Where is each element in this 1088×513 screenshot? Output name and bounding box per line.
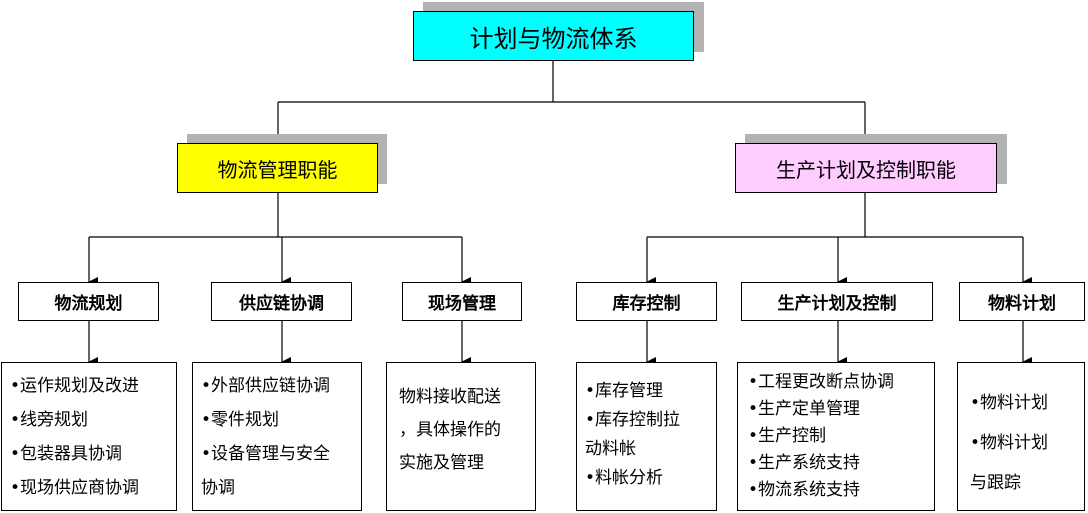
leaf-item: •生产控制 [748, 426, 827, 446]
branch-node-label: 物流管理职能 [217, 157, 338, 182]
branch-node-production-planning: 生产计划及控制职能 [735, 143, 997, 193]
node-production-planning-control: 生产计划及控制 [741, 282, 933, 321]
leaf-item: •库存控制拉 [585, 410, 681, 430]
root-node: 计划与物流体系 [413, 11, 694, 61]
leaf-inventory-control: •库存管理 •库存控制拉 动料帐 •料帐分析 [576, 362, 717, 511]
leaf-production-planning-control: •工程更改断点协调 •生产定单管理 •生产控制 •生产系统支持 •物流系统支持 [737, 362, 935, 511]
leaf-item: •生产系统支持 [748, 453, 861, 473]
leaf-item: •零件规划 [201, 410, 280, 430]
branch-node-logistics-management: 物流管理职能 [177, 143, 378, 193]
node-site-management: 现场管理 [402, 282, 522, 321]
leaf-item: •外部供应链协调 [201, 376, 331, 396]
node-label: 物流规划 [54, 294, 123, 314]
leaf-item: 动料帐 [585, 439, 636, 459]
leaf-item: 与跟踪 [970, 473, 1021, 493]
leaf-logistics-planning: •运作规划及改进 •线旁规划 •包装器具协调 •现场供应商协调 [1, 362, 177, 511]
leaf-text-line: ，具体操作的 [399, 420, 501, 440]
leaf-item: •运作规划及改进 [10, 376, 140, 396]
leaf-item: 协调 [201, 478, 235, 498]
branch-node-label: 生产计划及控制职能 [776, 157, 956, 182]
leaf-item: •物流系统支持 [748, 480, 861, 500]
leaf-item: •设备管理与安全 [201, 444, 331, 464]
leaf-item: •物料计划 [970, 393, 1049, 413]
node-label: 供应链协调 [239, 294, 324, 314]
leaf-item: •库存管理 [585, 381, 664, 401]
leaf-item: •线旁规划 [10, 410, 89, 430]
leaf-site-management: 物料接收配送 ，具体操作的 实施及管理 [386, 362, 536, 511]
node-inventory-control: 库存控制 [576, 282, 717, 321]
node-label: 生产计划及控制 [777, 294, 897, 314]
node-label: 库存控制 [612, 294, 681, 314]
node-label: 物料计划 [988, 294, 1056, 314]
leaf-item: •料帐分析 [585, 468, 664, 488]
leaf-item: •现场供应商协调 [10, 478, 140, 498]
leaf-text-line: 实施及管理 [399, 453, 484, 473]
leaf-material-planning: •物料计划 •物料计划 与跟踪 [957, 362, 1085, 511]
node-label: 现场管理 [428, 294, 496, 314]
leaf-supply-chain-coordination: •外部供应链协调 •零件规划 •设备管理与安全 协调 [192, 362, 362, 511]
leaf-item: •生产定单管理 [748, 399, 861, 419]
leaf-item: •工程更改断点协调 [748, 372, 895, 392]
root-node-label: 计划与物流体系 [469, 24, 638, 53]
leaf-item: •物料计划 [970, 433, 1049, 453]
leaf-item: •包装器具协调 [10, 444, 123, 464]
node-logistics-planning: 物流规划 [18, 282, 159, 321]
node-material-planning: 物料计划 [959, 282, 1085, 321]
leaf-text-line: 物料接收配送 [399, 387, 501, 407]
node-supply-chain-coordination: 供应链协调 [211, 282, 352, 321]
